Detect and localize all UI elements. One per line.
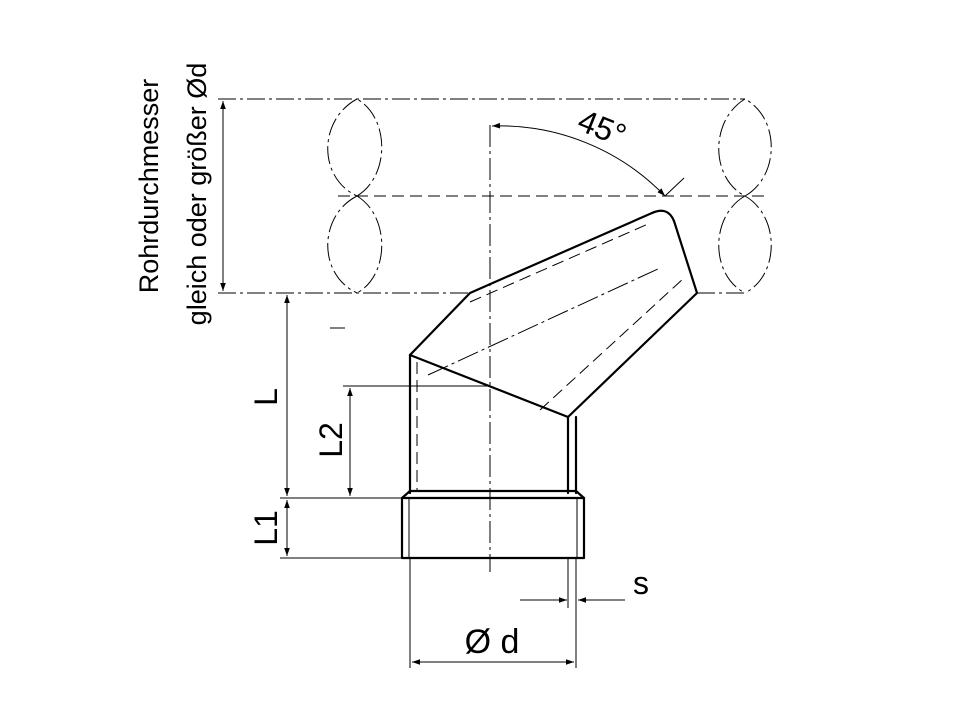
angle-label: 45° [573, 102, 631, 154]
length-L1-label: L1 [248, 510, 284, 546]
dimension-diameter-d [409, 558, 577, 668]
center-lines [427, 125, 661, 572]
length-L-label: L [248, 388, 284, 406]
fitting-body [400, 209, 699, 560]
dimension-L2 [343, 385, 490, 496]
hidden-lines [416, 223, 685, 491]
dimension-L [284, 295, 345, 496]
main-pipe-phantom [218, 98, 772, 294]
diameter-d-label: Ø d [465, 623, 520, 661]
tube-note-line2: gleich oder größer Ød [182, 63, 212, 326]
dimension-s [520, 558, 625, 608]
angle-dimension [491, 122, 685, 197]
length-L2-label: L2 [313, 422, 349, 458]
tube-note-line1: Rohrdurchmesser [134, 79, 164, 294]
wall-s-label: s [633, 565, 649, 601]
